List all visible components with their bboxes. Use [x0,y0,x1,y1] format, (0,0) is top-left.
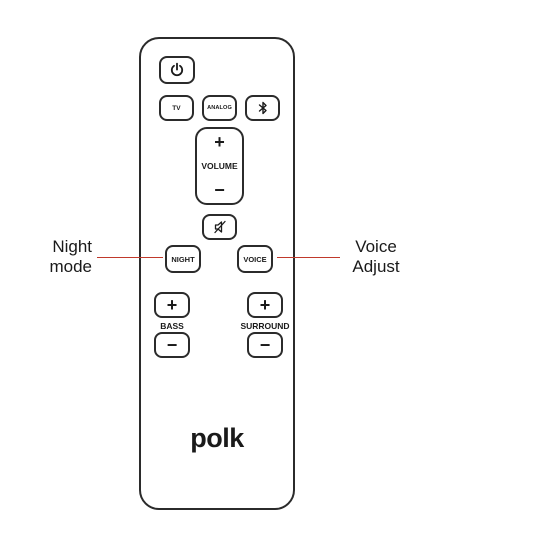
remote-control: TV ANALOG + VOLUME − NIGHT VOICE [139,37,295,510]
volume-down-button[interactable]: − [214,180,225,200]
voice-button-label: VOICE [243,254,267,264]
voice-adjust-callout: Voice Adjust [336,237,416,277]
surround-label: SURROUND [240,321,290,331]
surround-up-label: + [259,295,271,315]
mute-button[interactable] [202,214,237,240]
bass-down-label: − [166,335,178,355]
volume-rocker[interactable]: + VOLUME − [195,127,244,205]
night-mode-callout-line1: Night [52,237,92,256]
volume-up-button[interactable]: + [214,132,225,152]
power-icon [169,62,185,78]
night-mode-callout-line2: mode [49,257,92,276]
bass-up-label: + [166,295,178,315]
night-button-label: NIGHT [171,254,195,264]
bass-label: BASS [160,321,184,331]
night-mode-callout-line [97,257,163,258]
tv-button[interactable]: TV [159,95,194,121]
night-mode-callout: Night mode [12,237,92,277]
tv-button-label: TV [172,104,181,112]
voice-adjust-callout-line [277,257,340,258]
bluetooth-button[interactable] [245,95,280,121]
night-button[interactable]: NIGHT [165,245,201,273]
bass-up-button[interactable]: + [154,292,190,318]
brand-logo: polk [190,423,244,453]
voice-adjust-callout-line2: Adjust [352,257,400,276]
volume-label: VOLUME [201,161,238,171]
mute-icon [213,220,227,234]
surround-down-button[interactable]: − [247,332,283,358]
surround-down-label: − [259,335,271,355]
bluetooth-icon [258,101,268,115]
voice-adjust-callout-line1: Voice [355,237,397,256]
voice-button[interactable]: VOICE [237,245,273,273]
surround-up-button[interactable]: + [247,292,283,318]
analog-button-label: ANALOG [207,105,232,111]
power-button[interactable] [159,56,195,84]
bass-down-button[interactable]: − [154,332,190,358]
analog-button[interactable]: ANALOG [202,95,237,121]
